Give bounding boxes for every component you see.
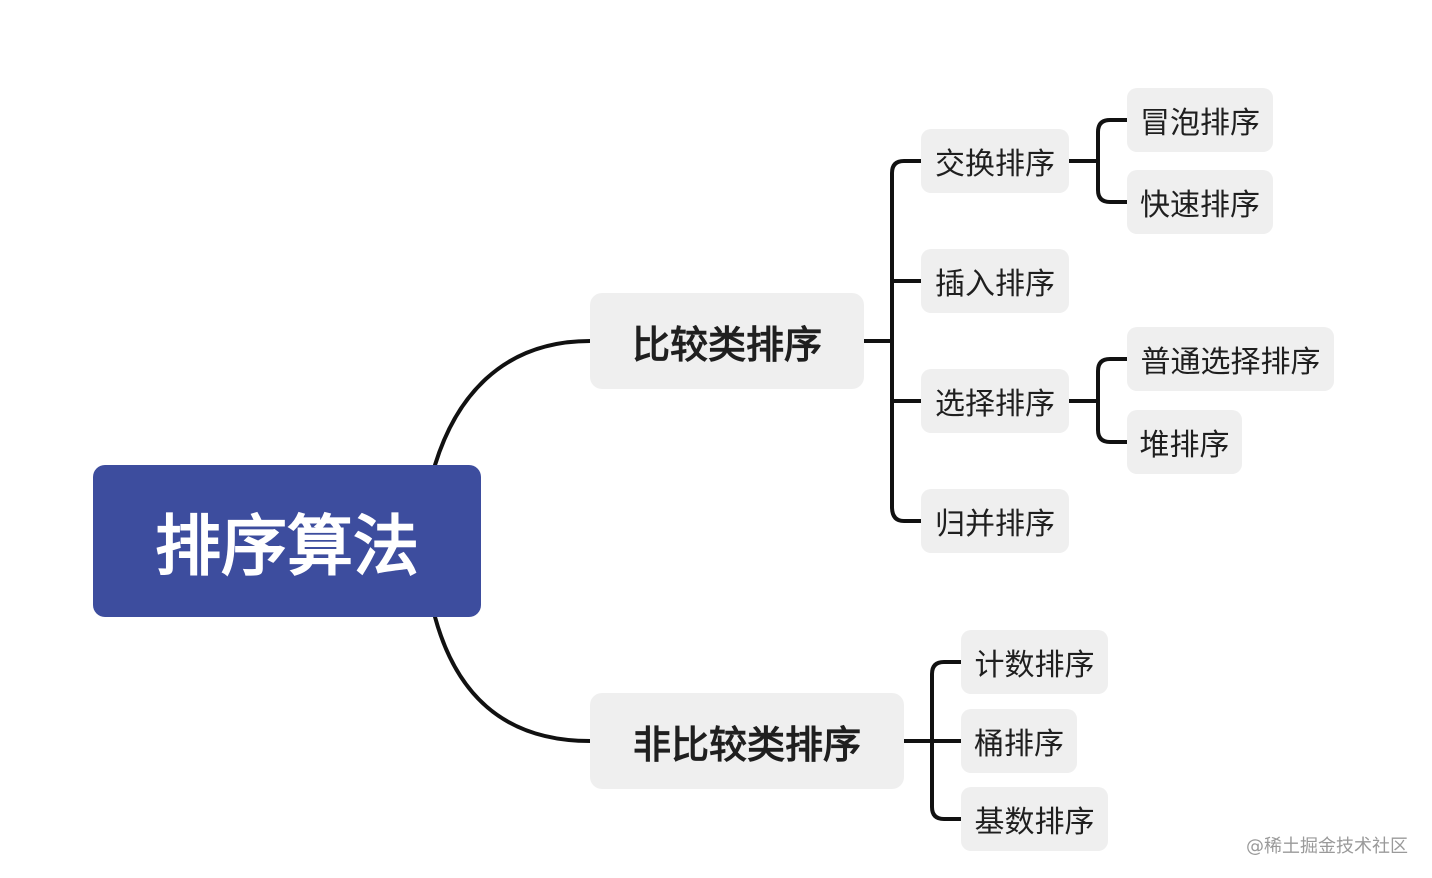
node-quick-sort[interactable]: 快速排序 (1127, 170, 1273, 234)
watermark: @稀土掘金技术社区 (1246, 836, 1408, 857)
node-label: 交换排序 (935, 147, 1055, 182)
node-label: 快速排序 (1140, 188, 1260, 223)
node-simple-selection-sort[interactable]: 普通选择排序 (1127, 327, 1334, 391)
node-bucket-sort[interactable]: 桶排序 (961, 709, 1077, 773)
connector-root-comparison (433, 339, 592, 467)
node-label: 选择排序 (935, 387, 1055, 422)
connector-exchange-trunk (1067, 118, 1129, 204)
node-label: 比较类排序 (631, 322, 822, 367)
node-label: 非比较类排序 (632, 722, 861, 767)
node-label: 基数排序 (974, 805, 1095, 840)
connector-root-noncomparison (433, 615, 592, 743)
node-label: 归并排序 (935, 507, 1055, 542)
node-label: 堆排序 (1139, 428, 1230, 463)
root-node[interactable]: 排序算法 (93, 465, 481, 617)
node-label: 计数排序 (974, 648, 1095, 683)
node-heap-sort[interactable]: 堆排序 (1127, 410, 1242, 474)
node-bubble-sort[interactable]: 冒泡排序 (1127, 88, 1273, 152)
node-radix-sort[interactable]: 基数排序 (961, 787, 1108, 851)
node-exchange-sort[interactable]: 交换排序 (921, 129, 1069, 193)
node-comparison-sort[interactable]: 比较类排序 (590, 293, 864, 389)
node-label: 桶排序 (974, 727, 1064, 762)
node-counting-sort[interactable]: 计数排序 (961, 630, 1108, 694)
root-label: 排序算法 (155, 508, 419, 585)
node-merge-sort[interactable]: 归并排序 (921, 489, 1069, 553)
node-label: 普通选择排序 (1140, 345, 1321, 380)
node-non-comparison-sort[interactable]: 非比较类排序 (590, 693, 904, 789)
connector-comparison-trunk (862, 159, 923, 523)
node-selection-sort[interactable]: 选择排序 (921, 369, 1069, 433)
connector-selection-trunk (1067, 357, 1129, 444)
node-insertion-sort[interactable]: 插入排序 (921, 249, 1069, 313)
node-label: 冒泡排序 (1140, 106, 1260, 141)
node-label: 插入排序 (935, 267, 1055, 302)
connector-noncomparison-trunk (902, 660, 963, 821)
